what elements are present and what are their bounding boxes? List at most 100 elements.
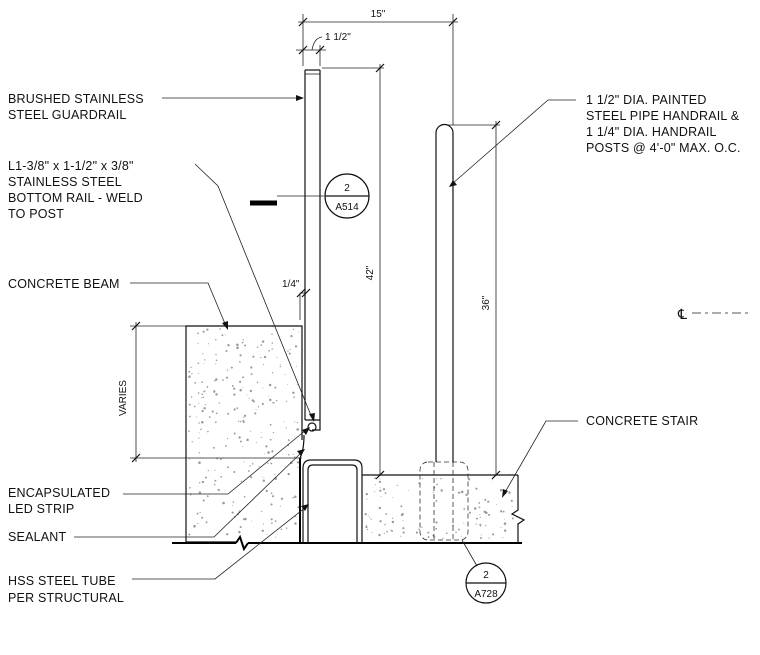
concrete-speck <box>202 396 205 399</box>
concrete-speck <box>198 491 202 494</box>
concrete-speck <box>465 493 468 497</box>
concrete-speck <box>468 511 471 514</box>
note-handrail-line-4: POSTS @ 4'-0" MAX. O.C. <box>586 141 741 155</box>
concrete-speck <box>504 518 506 520</box>
concrete-speck <box>475 487 478 490</box>
concrete-speck <box>201 393 203 395</box>
dim-guardrail-width-label: 1 1/2" <box>325 32 351 43</box>
concrete-speck <box>380 496 382 498</box>
concrete-speck <box>288 454 290 456</box>
concrete-speck <box>374 477 377 480</box>
concrete-speck <box>287 472 290 476</box>
concrete-speck <box>221 334 224 337</box>
concrete-speck <box>275 536 277 538</box>
concrete-speck <box>378 506 382 510</box>
note-led-strip: ENCAPSULATED LED STRIP <box>8 486 110 516</box>
concrete-speck <box>266 534 267 535</box>
concrete-speck <box>511 506 513 508</box>
concrete-speck <box>379 478 381 480</box>
concrete-speck <box>294 421 296 423</box>
concrete-speck <box>198 437 200 439</box>
dim-handrail-height-label: 36" <box>481 295 492 310</box>
concrete-speck <box>239 440 242 443</box>
concrete-speck <box>199 511 201 514</box>
concrete-speck <box>296 461 300 464</box>
concrete-speck <box>402 531 405 534</box>
concrete-speck <box>258 465 260 468</box>
concrete-speck <box>242 446 244 448</box>
concrete-speck <box>479 516 481 518</box>
concrete-speck <box>250 366 253 369</box>
concrete-speck <box>238 530 241 534</box>
concrete-speck <box>239 420 242 423</box>
concrete-speck <box>488 537 490 539</box>
concrete-speck <box>294 456 296 458</box>
concrete-speck <box>256 442 258 443</box>
note-bottom-rail-line-3: BOTTOM RAIL - WELD <box>8 191 143 205</box>
concrete-speck <box>475 523 477 525</box>
concrete-speck <box>262 523 265 525</box>
concrete-speck <box>201 516 204 519</box>
concrete-speck <box>418 482 420 484</box>
centerline-mark: ℄ <box>677 307 752 323</box>
concrete-speck <box>239 380 242 383</box>
concrete-speck <box>261 529 264 532</box>
concrete-speck <box>202 353 204 355</box>
concrete-speck <box>382 488 386 491</box>
concrete-speck <box>260 510 263 513</box>
concrete-speck <box>500 527 502 529</box>
concrete-speck <box>237 420 240 422</box>
concrete-speck <box>295 365 297 367</box>
concrete-speck <box>227 412 230 415</box>
concrete-speck <box>435 521 438 524</box>
concrete-speck <box>298 331 300 333</box>
concrete-speck <box>212 446 215 449</box>
concrete-speck <box>294 436 295 438</box>
concrete-speck <box>279 505 281 507</box>
concrete-speck <box>252 355 255 358</box>
concrete-speck <box>211 410 214 413</box>
concrete-speck <box>479 523 482 526</box>
concrete-stair <box>362 474 526 544</box>
note-led-strip-line-2: LED STRIP <box>8 502 74 516</box>
concrete-speck <box>418 528 421 531</box>
leader-lines <box>74 95 578 580</box>
concrete-speck <box>379 489 382 492</box>
concrete-speck <box>510 499 513 502</box>
concrete-speck <box>440 489 443 492</box>
concrete-speck <box>215 363 217 365</box>
concrete-speck <box>296 421 299 424</box>
concrete-speck <box>190 366 192 369</box>
concrete-speck <box>268 395 270 397</box>
concrete-speck <box>236 407 239 410</box>
concrete-speck <box>241 342 243 344</box>
concrete-speck <box>262 387 264 389</box>
note-concrete-stair-line-1: CONCRETE STAIR <box>586 414 698 428</box>
concrete-speck <box>296 428 299 431</box>
dimension-guard-height: 42" <box>322 63 385 480</box>
concrete-speck <box>261 476 263 478</box>
handrail-post-sleeve <box>419 461 469 541</box>
concrete-beam <box>185 325 303 543</box>
concrete-speck <box>492 533 495 536</box>
bottom-rail-angle <box>299 419 321 459</box>
concrete-speck <box>239 361 241 363</box>
concrete-speck <box>249 465 251 467</box>
concrete-speck <box>250 430 252 432</box>
concrete-speck <box>458 491 461 494</box>
concrete-speck <box>268 349 270 352</box>
concrete-speck <box>369 517 370 519</box>
concrete-speck <box>244 344 247 347</box>
concrete-speck <box>435 527 438 530</box>
concrete-speck <box>480 534 482 536</box>
concrete-speck <box>272 431 275 434</box>
concrete-speck <box>219 328 222 330</box>
concrete-speck <box>290 334 293 338</box>
concrete-speck <box>294 515 297 518</box>
concrete-speck <box>383 532 385 535</box>
concrete-speck <box>203 363 205 364</box>
concrete-speck <box>227 466 229 469</box>
concrete-speck <box>435 499 438 502</box>
concrete-beam-hatch <box>188 328 300 538</box>
concrete-speck <box>197 392 200 394</box>
